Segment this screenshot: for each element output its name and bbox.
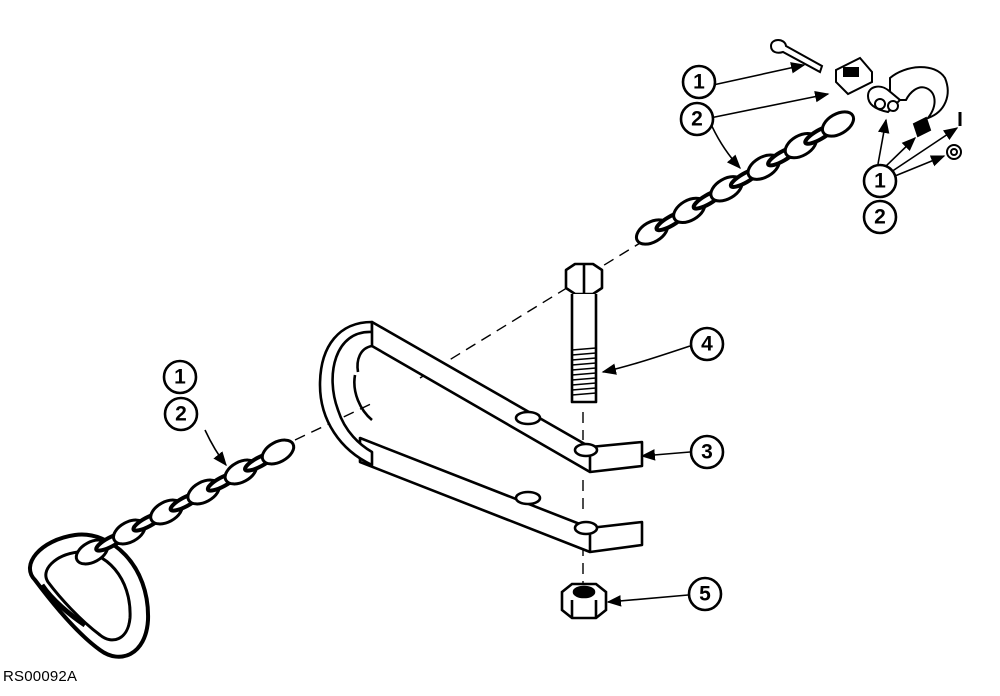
callout-3-label: 3 bbox=[701, 441, 713, 464]
bolt-threads bbox=[571, 347, 597, 396]
thread-line bbox=[571, 372, 597, 376]
callout-2a: 2 bbox=[679, 101, 715, 137]
callout-2a-label: 2 bbox=[691, 108, 703, 131]
callout-2b-label: 2 bbox=[874, 206, 886, 229]
lower-chain bbox=[28, 438, 296, 659]
callout-4-label: 4 bbox=[701, 333, 713, 356]
thread-line bbox=[571, 377, 597, 381]
callout-1b: 1 bbox=[862, 163, 898, 199]
callout-5-label: 5 bbox=[699, 583, 711, 606]
callout-1a: 1 bbox=[681, 64, 717, 100]
callout-1c-label: 1 bbox=[174, 366, 186, 389]
lower-chain-links bbox=[74, 438, 296, 566]
callout-5: 5 bbox=[687, 576, 723, 612]
thread-line bbox=[571, 382, 597, 386]
thread-line bbox=[571, 387, 597, 391]
callout-2c: 2 bbox=[163, 396, 199, 432]
callout-1a-label: 1 bbox=[693, 71, 705, 94]
thread-line bbox=[571, 352, 597, 356]
callout-2b: 2 bbox=[862, 199, 898, 235]
chain-link bbox=[260, 438, 296, 466]
upper-chain-links bbox=[634, 110, 856, 246]
upper-chain bbox=[634, 110, 856, 246]
leader-arrows bbox=[204, 62, 959, 607]
callout-2c-label: 2 bbox=[175, 403, 187, 426]
nut bbox=[560, 582, 608, 620]
figure-code: RS00092A bbox=[3, 668, 78, 685]
callout-1b-label: 1 bbox=[874, 170, 886, 193]
callout-3: 3 bbox=[689, 434, 725, 470]
bracket bbox=[318, 320, 644, 554]
thread-line bbox=[571, 392, 597, 396]
hook-hardware bbox=[769, 39, 962, 160]
thread-line bbox=[571, 367, 597, 371]
thread-line bbox=[571, 347, 597, 351]
callout-1c: 1 bbox=[162, 359, 198, 395]
chain-link bbox=[820, 110, 856, 138]
bolt bbox=[564, 262, 604, 404]
thread-line bbox=[571, 357, 597, 361]
thread-line bbox=[571, 362, 597, 366]
callout-4: 4 bbox=[689, 326, 725, 362]
